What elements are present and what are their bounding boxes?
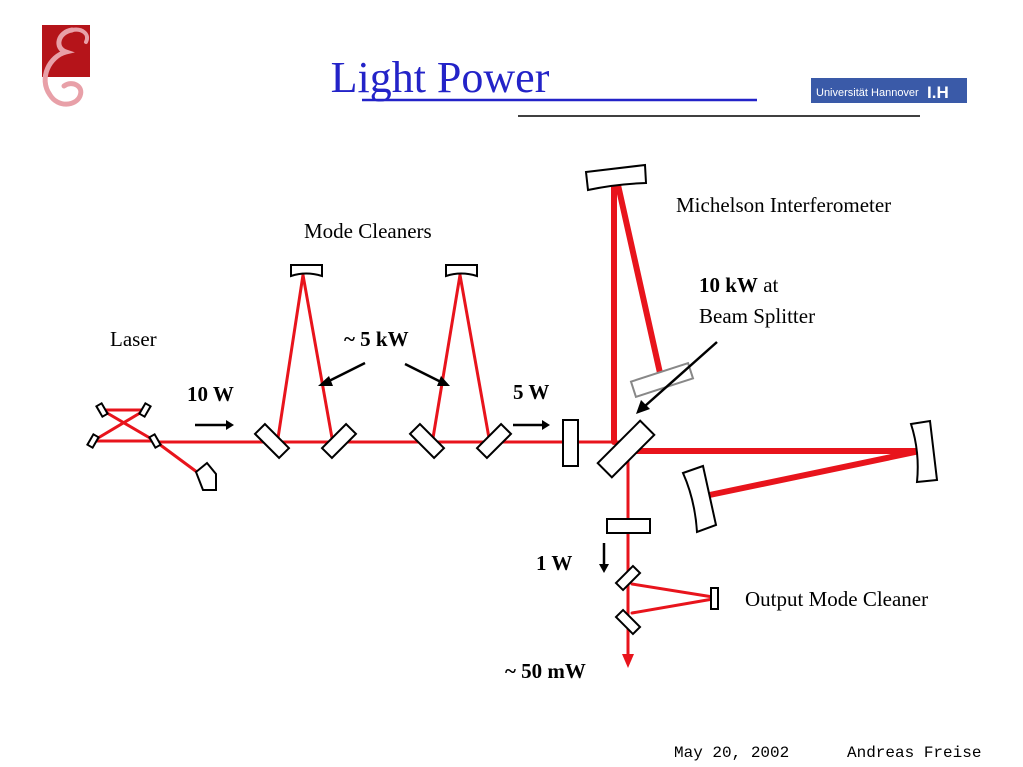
footer-date: May 20, 2002 bbox=[674, 744, 789, 762]
label-input-power: 10 W bbox=[187, 382, 234, 406]
university-logo-text: Universität Hannover bbox=[816, 87, 919, 99]
label-bs-power-value: 10 kW bbox=[699, 273, 758, 297]
institute-logo bbox=[42, 25, 90, 107]
footer-author: Andreas Freise bbox=[847, 744, 981, 762]
optics bbox=[86, 163, 939, 636]
slide-title: Light Power bbox=[331, 53, 550, 102]
label-final-power: ~ 50 mW bbox=[505, 659, 586, 683]
label-output-mode-cleaner: Output Mode Cleaner bbox=[745, 587, 928, 611]
annotation-arrows bbox=[195, 341, 718, 573]
label-bs-power-suffix: at bbox=[758, 273, 779, 297]
label-after-mc-power: 5 W bbox=[513, 380, 549, 404]
label-bs-power-line: 10 kW at bbox=[699, 273, 779, 297]
university-logo-mark: I.H bbox=[927, 83, 949, 102]
university-logo: Universität Hannover I.H bbox=[811, 78, 967, 103]
label-beam-splitter: Beam Splitter bbox=[699, 304, 815, 328]
label-laser: Laser bbox=[110, 327, 157, 351]
label-dark-port-power: 1 W bbox=[536, 551, 572, 575]
label-mode-cleaners: Mode Cleaners bbox=[304, 219, 432, 243]
output-beam-arrowhead bbox=[622, 654, 634, 668]
label-mc-power: ~ 5 kW bbox=[344, 327, 409, 351]
label-michelson: Michelson Interferometer bbox=[676, 193, 891, 217]
